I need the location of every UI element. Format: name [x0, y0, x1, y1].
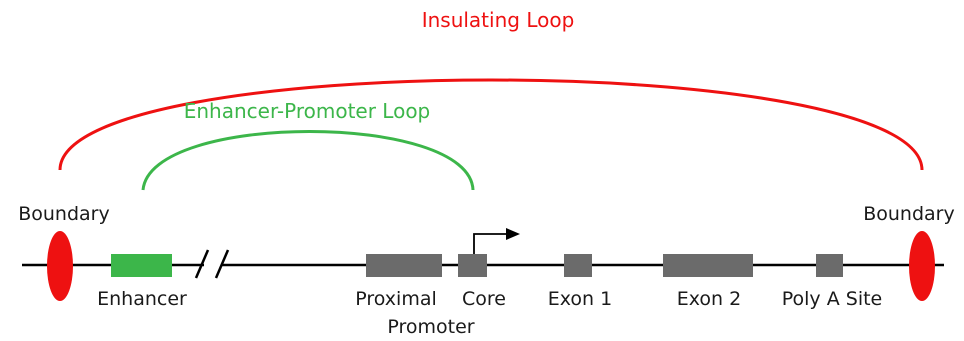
arrow-head-icon	[506, 228, 520, 240]
promoter-label: Promoter	[387, 316, 474, 338]
exon-1-block	[564, 254, 592, 277]
enhancer-promoter-loop-label: Enhancer-Promoter Loop	[184, 99, 431, 123]
proximal-label: Proximal	[355, 288, 437, 310]
insulating-loop-label: Insulating Loop	[422, 8, 575, 32]
exon-2-label: Exon 2	[677, 288, 741, 310]
proximal-promoter-block	[366, 254, 442, 277]
break-mark-1	[194, 249, 210, 279]
enhancer-promoter-loop-arc	[141, 130, 475, 191]
transcription-start-arrow	[473, 233, 508, 254]
poly-a-site-block	[816, 254, 843, 277]
boundary-right-marker	[909, 231, 935, 301]
enhancer-label: Enhancer	[97, 288, 187, 310]
core-promoter-block	[458, 254, 487, 277]
exon-1-label: Exon 1	[548, 288, 612, 310]
boundary-left-label: Boundary	[18, 203, 110, 225]
core-label: Core	[462, 288, 506, 310]
enhancer-block	[111, 254, 172, 277]
exon-2-block	[663, 254, 753, 277]
insulating-loop-arc	[58, 78, 924, 171]
poly-a-site-label: Poly A Site	[782, 288, 882, 310]
boundary-right-label: Boundary	[863, 203, 955, 225]
boundary-left-marker	[47, 231, 73, 301]
break-mark-2	[214, 249, 230, 279]
